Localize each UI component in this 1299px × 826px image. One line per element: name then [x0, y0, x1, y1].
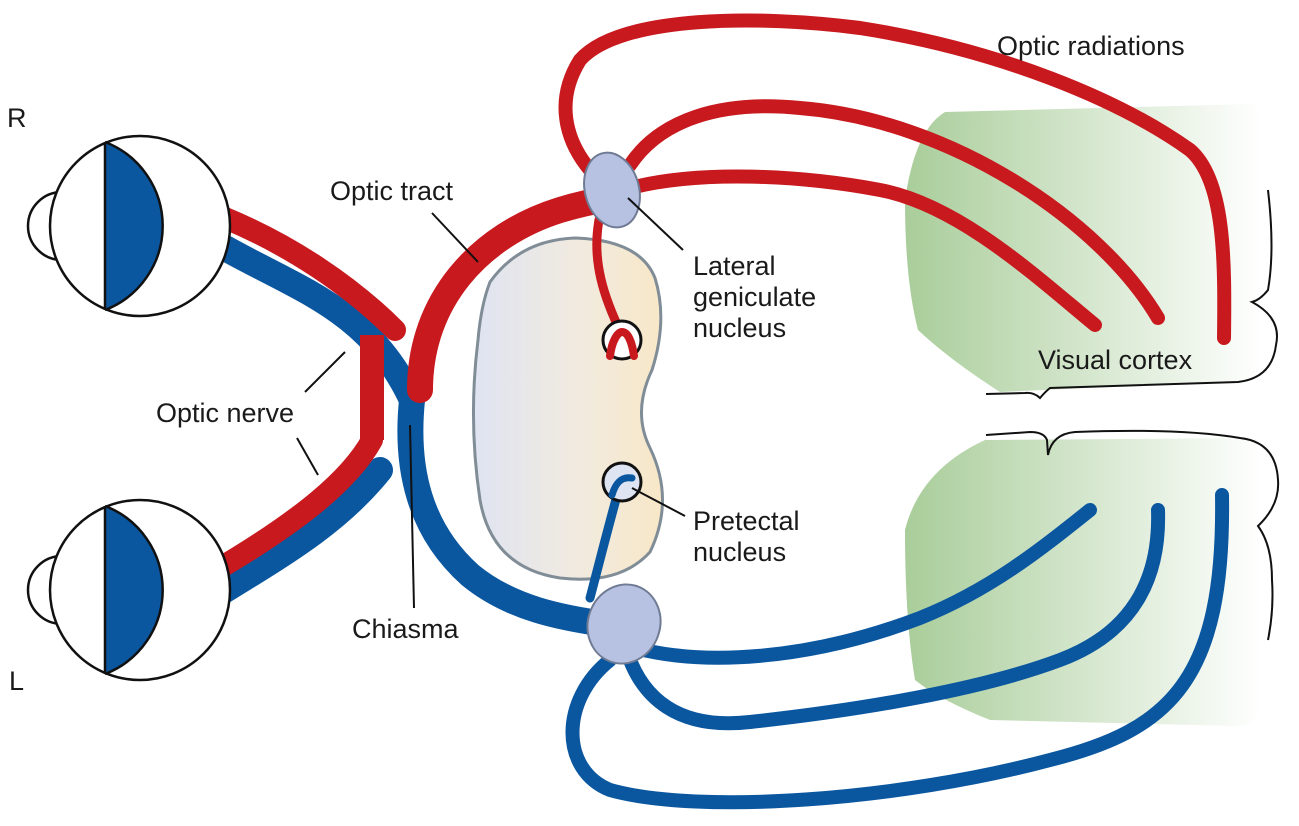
pretectal-leader: [631, 487, 686, 517]
visual-cortex-lower: [905, 438, 1262, 726]
right-eye: [26, 134, 232, 318]
lgn-lower: [586, 583, 662, 665]
lgn-label-line3: nucleus: [693, 313, 786, 343]
visual-cortex-label: Visual cortex: [1038, 345, 1193, 375]
chiasma-label: Chiasma: [352, 614, 460, 644]
pretectal-label-line2: nucleus: [693, 537, 786, 567]
left-pathway: [212, 235, 1230, 810]
lgn-upper: [583, 151, 641, 229]
lgn-label-line2: geniculate: [693, 282, 816, 312]
optic-nerve-label: Optic nerve: [156, 398, 294, 428]
optic-nerve-leader-upper: [304, 351, 346, 393]
left-eye: [26, 498, 232, 682]
lgn-label-line1: Lateral: [693, 251, 776, 281]
cortex-outline-lower: [985, 429, 1280, 641]
cortex-outline-upper: [985, 189, 1278, 400]
chiasma-leader: [409, 424, 415, 609]
pretectal-label-line1: Pretectal: [693, 506, 800, 536]
midbrain: [471, 236, 664, 581]
optic-radiations-label: Optic radiations: [997, 31, 1185, 61]
optic-tract-label: Optic tract: [330, 176, 454, 206]
optic-nerve-leader-lower: [296, 437, 319, 476]
left-eye-label: L: [9, 666, 24, 696]
right-eye-label: R: [7, 103, 27, 133]
optic-tract-leader: [431, 212, 479, 263]
pretectal-lower-fibers: [608, 474, 636, 499]
lgn-leader: [627, 197, 684, 251]
pretectal-upper-fibers: [606, 327, 638, 360]
